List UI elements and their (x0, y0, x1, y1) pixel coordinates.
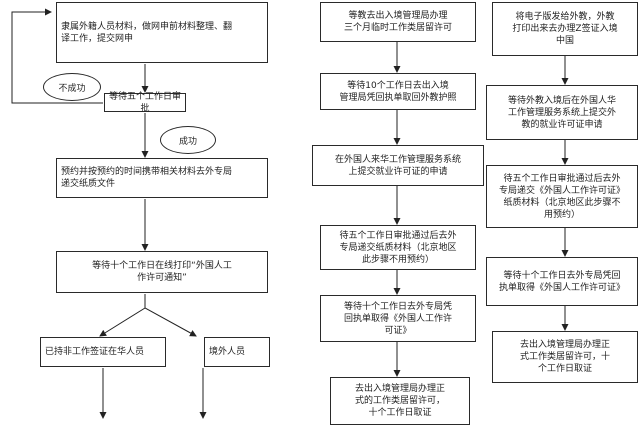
step-z-visa-entry: 将电子版发给外教，外教 打印出来去办理Z签证入境 中国 (492, 2, 638, 56)
step-formal-residence-permit: 去出入境管理局办理正 式的工作类居留许可， 十个工作日取证 (330, 377, 470, 425)
step-obtain-work-permit-col3: 等待十个工作日去外专局凭回 执单取得《外国人工作许可证》 (486, 257, 638, 306)
step-submit-work-permit-paper: 待五个工作日审批通过后去外 专局递交《外国人工作许可证》 纸质材料（北京地区此步… (486, 165, 638, 228)
step-formal-residence-permit-col3: 去出入境管理局办理正 式工作类居留许可，十 个工作日取证 (492, 331, 638, 383)
step-wait-five-days-approval: 等待五个工作日审批 (104, 92, 186, 114)
label-successful: 成功 (160, 126, 216, 154)
step-submit-online-application: 隶属外籍人员材料，做网申前材料整理、翻 译工作，提交网申 (56, 2, 268, 63)
step-book-appointment-submit-paper: 预约并按预约的时间携带相关材料去外专局 递交纸质文件 (56, 158, 268, 198)
branch-overseas-personnel: 境外人员 (204, 337, 270, 367)
branch-in-china-non-work-visa: 已持非工作签证在华人员 (40, 337, 166, 367)
step-print-work-permit-notice: 等待十个工作日在线打印“外国人工 作许可通知” (56, 251, 268, 293)
step-apply-employment-permit: 在外国人来华工作管理服务系统 上提交就业许可证的申请 (312, 145, 484, 186)
step-submit-paper-materials: 待五个工作日审批通过后去外 专局递交纸质材料（北京地区 此步骤不用预约） (320, 225, 476, 270)
step-obtain-work-permit: 等待十个工作日去外专局凭 回执单取得《外国人工作许 可证》 (320, 295, 476, 342)
label-unsuccessful: 不成功 (43, 73, 101, 101)
step-retrieve-passport: 等待10个工作日去出入境 管理局凭回执单取回外教护照 (320, 73, 476, 110)
step-temporary-residence-permit: 等教去出入境管理局办理 三个月临时工作类居留许可 (320, 2, 476, 42)
step-apply-employment-permit-after-entry: 等待外教入境后在外国人华 工作管理服务系统上提交外 教的就业许可证申请 (486, 85, 638, 140)
